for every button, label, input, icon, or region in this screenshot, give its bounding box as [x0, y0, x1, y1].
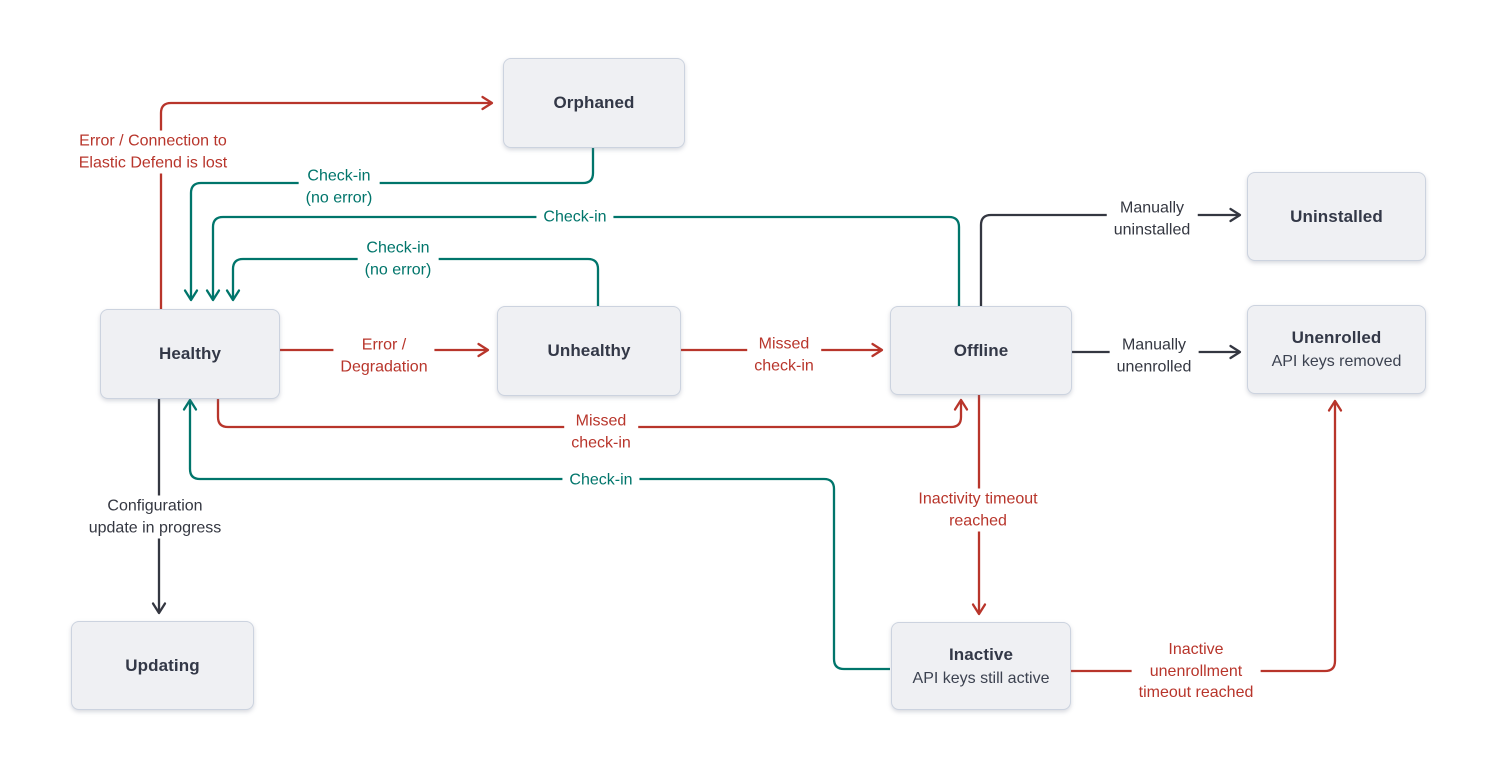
state-node-updating: Updating	[71, 621, 254, 710]
edge-label-error-degradation: Error / Degradation	[333, 334, 435, 378]
edge-label-manually-unenrolled: Manually unenrolled	[1109, 334, 1199, 378]
edge-label-checkin-no-error-orphaned: Check-in (no error)	[298, 165, 380, 209]
state-label-uninstalled: Uninstalled	[1290, 206, 1383, 226]
edge-label-inactive-unenrollment: Inactive unenrollment timeout reached	[1131, 638, 1261, 704]
state-label-updating: Updating	[125, 655, 200, 675]
state-node-unenrolled: Unenrolled API keys removed	[1247, 305, 1426, 394]
edge-offline-to-healthy	[205, 215, 961, 306]
edge-label-inactivity-timeout: Inactivity timeout reached	[911, 488, 1045, 532]
state-node-offline: Offline	[890, 306, 1072, 395]
edge-inactive-to-healthy	[182, 398, 890, 671]
state-label-unhealthy: Unhealthy	[547, 341, 631, 360]
state-label-offline: Offline	[953, 340, 1009, 360]
edge-label-checkin-no-error-unhealthy: Check-in (no error)	[357, 237, 439, 281]
state-node-healthy: Healthy	[100, 309, 280, 399]
edge-label-missed-checkin-from-healthy: Missed check-in	[564, 410, 638, 454]
state-node-uninstalled: Uninstalled	[1247, 172, 1426, 261]
edge-orphaned-to-healthy	[183, 147, 595, 302]
state-node-unhealthy: Unhealthy	[497, 306, 681, 396]
edge-label-manually-uninstalled: Manually uninstalled	[1106, 197, 1198, 241]
state-node-orphaned: Orphaned	[503, 58, 685, 148]
state-sublabel-unenrolled: API keys removed	[1271, 353, 1402, 370]
edge-label-checkin-offline: Check-in	[536, 206, 614, 228]
edge-label-checkin-inactive: Check-in	[562, 469, 640, 491]
state-label-inactive: Inactive	[948, 644, 1014, 664]
edge-offline-to-uninstalled	[979, 207, 1242, 306]
edge-healthy-to-orphaned	[159, 95, 494, 310]
state-sublabel-inactive: API keys still active	[912, 669, 1050, 687]
edge-label-error-connection: Error / Connection to Elastic Defend is …	[71, 130, 235, 174]
state-label-orphaned: Orphaned	[553, 93, 635, 112]
state-label-unenrolled: Unenrolled	[1291, 328, 1382, 347]
edge-label-configuration-update: Configuration update in progress	[81, 495, 229, 539]
edge-label-missed-checkin-to-offline: Missed check-in	[747, 333, 821, 377]
state-label-healthy: Healthy	[158, 344, 222, 363]
edge-inactive-to-unenrolled	[1070, 399, 1343, 673]
state-node-inactive: Inactive API keys still active	[891, 622, 1071, 710]
